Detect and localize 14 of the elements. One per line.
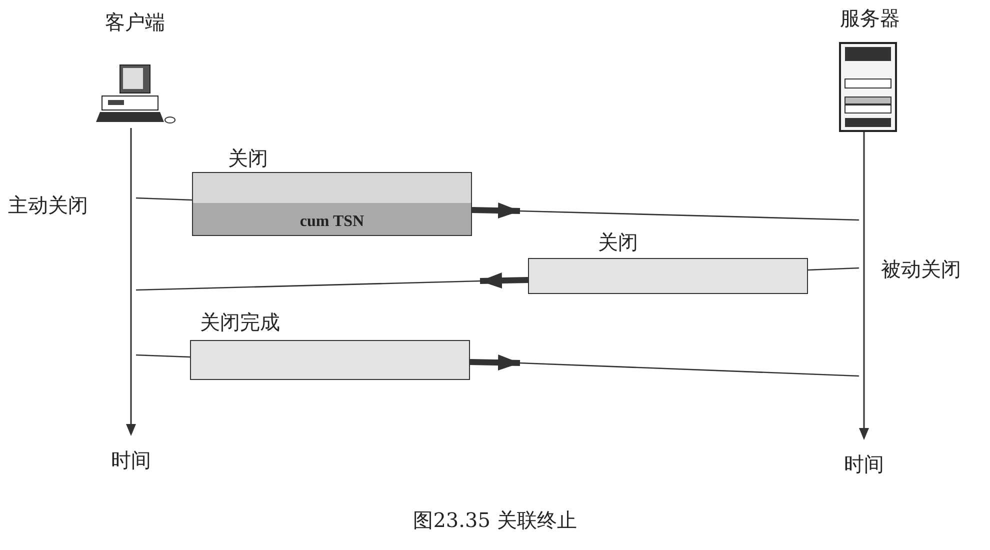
server-label: 服务器 bbox=[840, 6, 900, 30]
side-label: 被动关闭 bbox=[881, 257, 961, 281]
time-label: 时间 bbox=[111, 448, 151, 472]
message-arrow bbox=[470, 354, 520, 371]
figure-caption: 图23.35 关联终止 bbox=[413, 508, 577, 532]
message-arrow bbox=[480, 272, 528, 289]
message-label: 关闭 bbox=[228, 146, 268, 170]
side-label: 主动关闭 bbox=[8, 193, 88, 217]
client-label: 客户端 bbox=[105, 10, 165, 34]
time-label: 时间 bbox=[844, 452, 884, 476]
message-label: 关闭 bbox=[598, 230, 638, 254]
message-arrow bbox=[472, 202, 520, 219]
message-label: 关闭完成 bbox=[200, 310, 280, 334]
packet-field-label: cum TSN bbox=[300, 213, 364, 231]
